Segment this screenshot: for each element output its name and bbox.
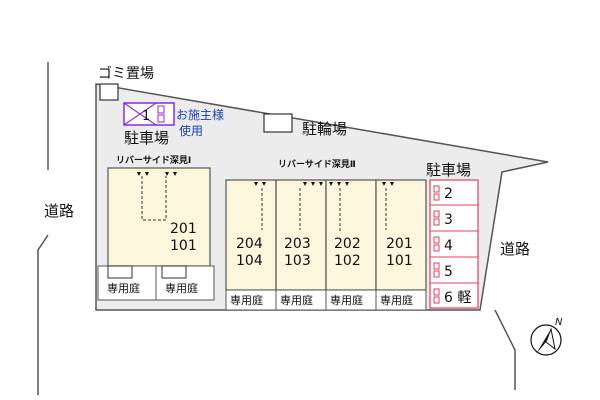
building-2-name: リバーサイド深見Ⅱ bbox=[278, 158, 356, 170]
building-1 bbox=[97, 167, 215, 301]
owner-use-line2: 使用 bbox=[179, 123, 203, 138]
owner-use-line1: お施主様 bbox=[176, 108, 224, 122]
unit-lower: 103 bbox=[284, 253, 311, 269]
building-2 bbox=[225, 179, 427, 311]
bicycle-parking-label: 駐輪場 bbox=[302, 120, 347, 138]
owner-slot-number: 1 bbox=[142, 109, 150, 124]
parking-slot-number: 5 bbox=[444, 264, 453, 280]
parking-left-label: 駐車場 bbox=[124, 129, 169, 147]
bicycle-parking bbox=[263, 113, 293, 133]
road-left-label: 道路 bbox=[44, 202, 74, 220]
private-garden-label: 専用庭 bbox=[165, 281, 198, 295]
unit-lower: 101 bbox=[170, 238, 197, 254]
private-garden-label: 専用庭 bbox=[230, 293, 263, 307]
unit-upper: 204 bbox=[236, 236, 263, 252]
private-garden-label: 専用庭 bbox=[107, 281, 140, 295]
private-garden-label: 専用庭 bbox=[280, 293, 313, 307]
road-edge-left-bottom bbox=[37, 234, 49, 395]
owner-parking-slot bbox=[123, 102, 175, 126]
parking-slot-number: 3 bbox=[444, 212, 453, 228]
garbage-area bbox=[99, 83, 119, 101]
parking-slot-number: 4 bbox=[444, 238, 453, 254]
garbage-area-label: ゴミ置場 bbox=[98, 65, 154, 82]
building-1-name: リバーサイド深見Ⅰ bbox=[116, 154, 191, 166]
private-garden-label: 専用庭 bbox=[330, 293, 363, 307]
entrance-markers bbox=[137, 172, 394, 186]
unit-upper: 203 bbox=[284, 236, 311, 252]
unit-lower: 101 bbox=[386, 253, 413, 269]
parking-slot-number: 6 軽 bbox=[444, 290, 471, 306]
private-garden-label: 専用庭 bbox=[380, 293, 413, 307]
unit-lower: 102 bbox=[334, 253, 361, 269]
road-edge-right bbox=[494, 309, 516, 390]
unit-upper: 202 bbox=[334, 236, 361, 252]
compass-north-label: N bbox=[555, 317, 563, 328]
road-right-label: 道路 bbox=[500, 240, 530, 258]
parking-lot-right bbox=[429, 179, 479, 309]
unit-upper: 201 bbox=[170, 221, 197, 237]
parking-slot-number: 2 bbox=[444, 186, 453, 202]
unit-upper: 201 bbox=[386, 236, 413, 252]
parking-right-label: 駐車場 bbox=[426, 161, 471, 179]
compass-icon bbox=[530, 324, 562, 356]
unit-lower: 104 bbox=[236, 253, 263, 269]
